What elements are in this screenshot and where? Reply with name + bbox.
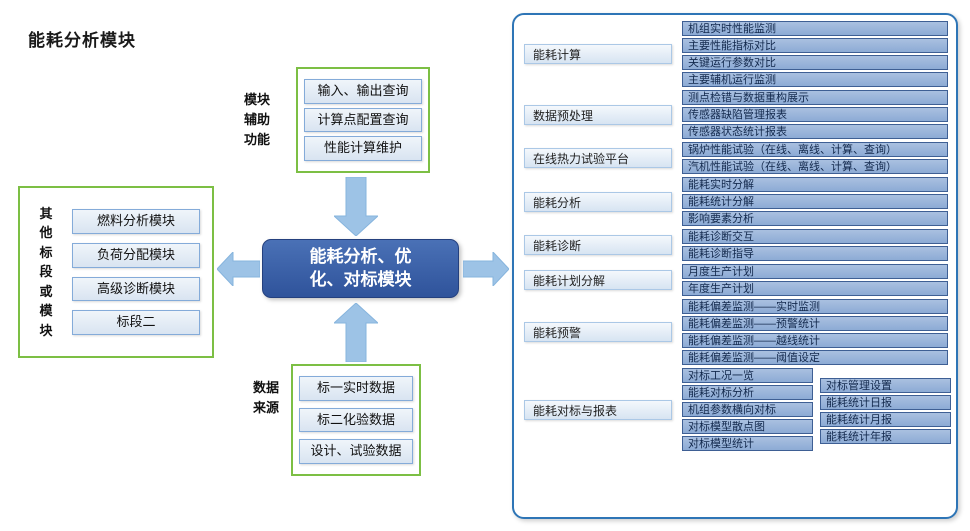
item-box: 能耗诊断指导 bbox=[682, 246, 948, 261]
center-module-box: 能耗分析、优化、对标模块 bbox=[262, 239, 459, 298]
item-box: 能耗对标分析 bbox=[682, 385, 813, 400]
aux-item: 计算点配置查询 bbox=[304, 107, 422, 133]
category-box: 能耗分析 bbox=[524, 191, 672, 212]
category-box: 能耗预警 bbox=[524, 322, 672, 342]
item-list: 能耗偏差监测——实时监测能耗偏差监测——预警统计能耗偏差监测——越线统计能耗偏差… bbox=[682, 299, 948, 365]
other-modules-label: 其他标段或模块 bbox=[39, 205, 53, 338]
source-item: 标二化验数据 bbox=[299, 407, 413, 433]
function-group: 能耗对标与报表对标工况一览能耗对标分析机组参数横向对标对标模型散点图对标模型统计… bbox=[524, 368, 951, 451]
item-list: 测点检错与数据重构展示传感器缺陷管理报表传感器状态统计报表 bbox=[682, 90, 948, 139]
item-box: 主要辅机运行监测 bbox=[682, 72, 948, 87]
function-group: 在线热力试验平台锅炉性能试验（在线、离线、计算、查询） 汽机性能试验（在线、离线、… bbox=[524, 142, 948, 174]
item-box: 测点检错与数据重构展示 bbox=[682, 90, 948, 105]
data-source-box: 标一实时数据标二化验数据设计、试验数据 bbox=[291, 364, 421, 476]
item-box: 传感器缺陷管理报表 bbox=[682, 107, 948, 122]
item-box: 能耗统计日报 bbox=[820, 395, 951, 410]
category-box: 能耗对标与报表 bbox=[524, 399, 672, 420]
function-group: 数据预处理测点检错与数据重构展示传感器缺陷管理报表传感器状态统计报表 bbox=[524, 90, 948, 139]
item-list: 对标工况一览能耗对标分析机组参数横向对标对标模型散点图对标模型统计 对标管理设置能… bbox=[682, 368, 951, 451]
category-box: 能耗计划分解 bbox=[524, 270, 672, 290]
other-modules-box: 其他标段或模块 燃料分析模块负荷分配模块高级诊断模块标段二 bbox=[18, 186, 214, 358]
category-box: 在线热力试验平台 bbox=[524, 148, 672, 168]
item-box: 能耗偏差监测——阈值设定 bbox=[682, 350, 948, 365]
category-box: 数据预处理 bbox=[524, 104, 672, 125]
other-item: 燃料分析模块 bbox=[72, 208, 200, 234]
item-box: 年度生产计划 bbox=[682, 281, 948, 296]
category-box: 能耗诊断 bbox=[524, 235, 672, 255]
function-groups: 能耗计算机组实时性能监测主要性能指标对比关键运行参数对比主要辅机运行监测数据预处… bbox=[524, 21, 951, 454]
aux-item: 输入、输出查询 bbox=[304, 78, 422, 104]
source-item: 标一实时数据 bbox=[299, 375, 413, 401]
aux-functions-box: 输入、输出查询计算点配置查询性能计算维护 bbox=[296, 67, 430, 173]
item-box: 能耗偏差监测——预警统计 bbox=[682, 316, 948, 331]
item-box: 能耗统计分解 bbox=[682, 194, 948, 209]
item-box: 能耗偏差监测——实时监测 bbox=[682, 299, 948, 314]
item-box: 锅炉性能试验（在线、离线、计算、查询） bbox=[682, 142, 948, 157]
category-box: 能耗计算 bbox=[524, 44, 672, 64]
other-modules-list: 燃料分析模块负荷分配模块高级诊断模块标段二 bbox=[72, 188, 212, 356]
right-arrow-icon bbox=[463, 252, 509, 286]
item-box: 对标模型散点图 bbox=[682, 419, 813, 434]
item-list: 锅炉性能试验（在线、离线、计算、查询） 汽机性能试验（在线、离线、计算、查询） bbox=[682, 142, 948, 174]
aux-item: 性能计算维护 bbox=[304, 136, 422, 162]
function-panel: 能耗计算机组实时性能监测主要性能指标对比关键运行参数对比主要辅机运行监测数据预处… bbox=[512, 13, 958, 519]
item-box: 影响要素分析 bbox=[682, 211, 948, 226]
item-box: 机组参数横向对标 bbox=[682, 402, 813, 417]
item-box: 能耗诊断交互 bbox=[682, 229, 948, 244]
item-list: 月度生产计划年度生产计划 bbox=[682, 264, 948, 296]
function-group: 能耗分析能耗实时分解能耗统计分解影响要素分析 bbox=[524, 177, 948, 226]
item-list: 能耗诊断交互能耗诊断指导 bbox=[682, 229, 948, 261]
item-list: 能耗实时分解能耗统计分解影响要素分析 bbox=[682, 177, 948, 226]
function-group: 能耗预警能耗偏差监测——实时监测能耗偏差监测——预警统计能耗偏差监测——越线统计… bbox=[524, 299, 948, 365]
item-box: 汽机性能试验（在线、离线、计算、查询） bbox=[682, 159, 948, 174]
item-box: 对标管理设置 bbox=[820, 378, 951, 393]
item-box: 能耗统计月报 bbox=[820, 412, 951, 427]
function-group: 能耗诊断能耗诊断交互能耗诊断指导 bbox=[524, 229, 948, 261]
item-box: 能耗实时分解 bbox=[682, 177, 948, 192]
other-item: 负荷分配模块 bbox=[72, 242, 200, 268]
left-arrow-icon bbox=[217, 252, 260, 286]
function-group: 能耗计算机组实时性能监测主要性能指标对比关键运行参数对比主要辅机运行监测 bbox=[524, 21, 948, 87]
data-source-label: 数据来源 bbox=[253, 380, 280, 416]
item-box: 主要性能指标对比 bbox=[682, 38, 948, 53]
other-item: 高级诊断模块 bbox=[72, 276, 200, 302]
item-box: 传感器状态统计报表 bbox=[682, 124, 948, 139]
item-box: 对标模型统计 bbox=[682, 436, 813, 451]
other-item: 标段二 bbox=[72, 310, 200, 336]
other-modules-label-wrap: 其他标段或模块 bbox=[20, 188, 72, 356]
item-box: 对标工况一览 bbox=[682, 368, 813, 383]
item-box: 月度生产计划 bbox=[682, 264, 948, 279]
item-box: 能耗偏差监测——越线统计 bbox=[682, 333, 948, 348]
up-arrow-icon bbox=[334, 303, 378, 362]
item-list: 机组实时性能监测主要性能指标对比关键运行参数对比主要辅机运行监测 bbox=[682, 21, 948, 87]
page-title: 能耗分析模块 bbox=[28, 31, 136, 50]
down-arrow-icon bbox=[334, 177, 378, 236]
aux-functions-label: 模块辅助功能 bbox=[244, 92, 271, 148]
function-group: 能耗计划分解月度生产计划年度生产计划 bbox=[524, 264, 948, 296]
item-box: 关键运行参数对比 bbox=[682, 55, 948, 70]
item-box: 机组实时性能监测 bbox=[682, 21, 948, 36]
source-item: 设计、试验数据 bbox=[299, 439, 413, 465]
item-box: 能耗统计年报 bbox=[820, 429, 951, 444]
